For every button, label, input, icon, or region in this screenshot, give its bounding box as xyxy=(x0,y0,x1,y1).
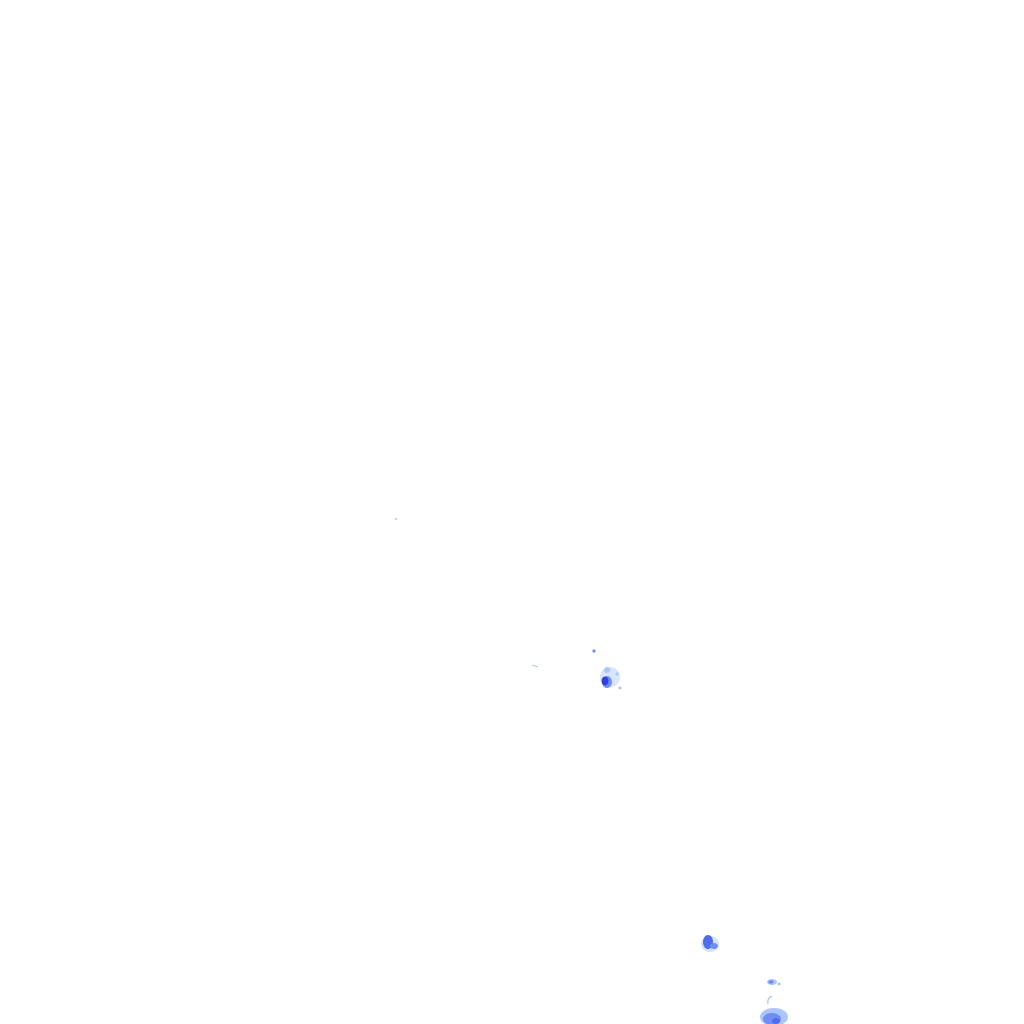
precipitation-cell-southeast xyxy=(701,935,719,952)
precipitation-cell-bottom-right xyxy=(760,979,788,1024)
precipitation-streak xyxy=(531,664,539,668)
precipitation-speck xyxy=(592,649,596,653)
precipitation-cell-central xyxy=(600,667,622,690)
precipitation-speck xyxy=(395,518,397,520)
